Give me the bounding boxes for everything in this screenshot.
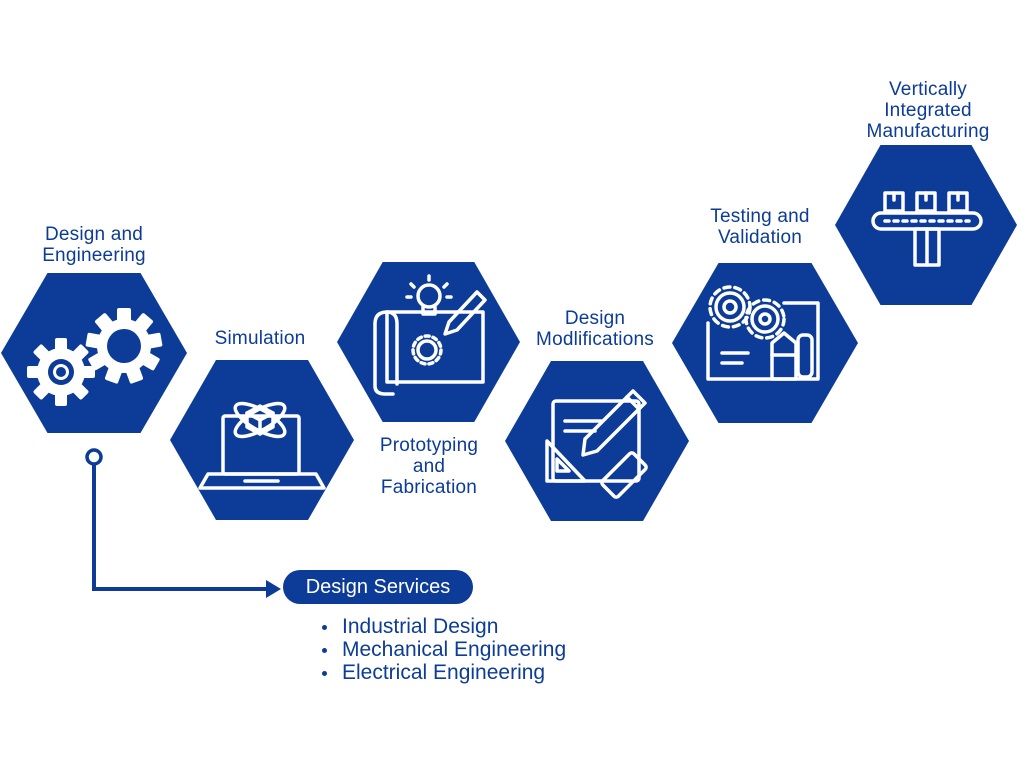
list-item: Industrial Design bbox=[320, 615, 566, 638]
label-line: Fabrication bbox=[380, 477, 478, 498]
stage-label-manufacturing: Vertically Integrated Manufacturing bbox=[846, 79, 1010, 142]
hex-design-modifications bbox=[505, 361, 689, 521]
service-label: Mechanical Engineering bbox=[342, 638, 567, 661]
bullet-icon bbox=[322, 671, 327, 676]
services-list: Industrial Design Mechanical Engineering… bbox=[320, 615, 566, 684]
label-line: Vertically bbox=[888, 79, 968, 100]
label-line: Testing and bbox=[710, 206, 810, 227]
bullet-icon bbox=[322, 625, 327, 630]
laptop-cube-icon bbox=[198, 401, 326, 490]
label-line: Design bbox=[564, 308, 626, 329]
stage-label-testing-validation: Testing and Validation bbox=[682, 206, 838, 248]
gears-document-icon bbox=[706, 285, 820, 381]
label-line: Engineering bbox=[42, 245, 146, 266]
label-line: and bbox=[412, 456, 446, 477]
hex-simulation bbox=[170, 360, 354, 520]
gears-icon bbox=[27, 308, 163, 406]
service-label: Industrial Design bbox=[342, 615, 499, 638]
service-label: Electrical Engineering bbox=[342, 661, 546, 684]
hex-prototyping bbox=[337, 262, 520, 422]
list-item: Electrical Engineering bbox=[320, 661, 566, 684]
bullet-icon bbox=[322, 648, 327, 653]
label-line: Manufacturing bbox=[866, 121, 990, 142]
hex-manufacturing bbox=[835, 145, 1017, 305]
label-line: Integrated bbox=[884, 100, 972, 121]
label-line: Simulation bbox=[214, 328, 306, 349]
stage-label-simulation: Simulation bbox=[190, 328, 330, 349]
label-line: Validation bbox=[717, 227, 803, 248]
stage-label-prototyping: Prototyping and Fabrication bbox=[354, 435, 504, 498]
design-services-badge: Design Services bbox=[283, 570, 473, 604]
hex-design-engineering bbox=[1, 273, 187, 433]
label-line: Design and bbox=[44, 224, 144, 245]
label-line: Modlifications bbox=[536, 329, 654, 350]
stage-label-design-engineering: Design and Engineering bbox=[14, 224, 174, 266]
conveyor-belt-icon bbox=[871, 191, 983, 267]
drafting-tools-icon bbox=[545, 389, 648, 499]
label-line: Prototyping bbox=[379, 435, 479, 456]
list-item: Mechanical Engineering bbox=[320, 638, 566, 661]
stage-label-design-modifications: Design Modlifications bbox=[515, 308, 675, 350]
hex-testing-validation bbox=[672, 263, 858, 423]
blueprint-lightbulb-icon bbox=[373, 274, 487, 396]
